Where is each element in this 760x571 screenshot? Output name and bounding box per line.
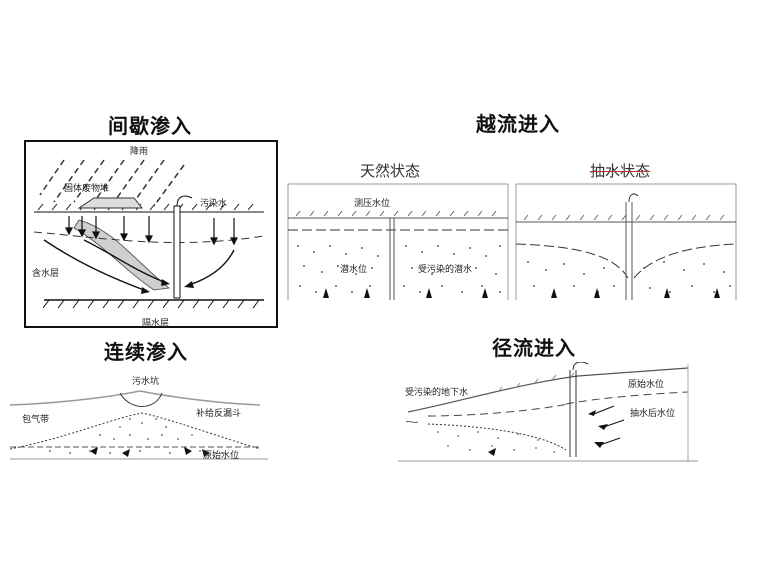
continuous-diagram xyxy=(10,390,268,460)
label-original-level-runoff: 原始水位 xyxy=(628,380,665,390)
label-aquifer: 含水层 xyxy=(32,269,60,279)
title-intermittent: 间歇渗入 xyxy=(108,114,192,138)
title-overflow: 越流进入 xyxy=(476,112,560,136)
label-polluted-phreatic: 受污染的潜水 xyxy=(418,265,473,275)
subtitle-natural-state: 天然状态 xyxy=(360,162,421,180)
label-original-level-continuous: 原始水位 xyxy=(203,451,240,461)
label-solid-waste: 固体废物堆 xyxy=(64,184,110,194)
label-polluted-water: 污染水 xyxy=(200,199,228,209)
label-confined-level: 测压水位 xyxy=(354,199,391,209)
label-sewage-pit: 污水坑 xyxy=(132,377,160,387)
overflow-pumping-diagram xyxy=(515,183,737,300)
runoff-diagram xyxy=(398,362,698,462)
label-rain: 降雨 xyxy=(130,147,149,157)
title-continuous: 连续渗入 xyxy=(104,340,188,364)
label-aquitard: 隔水层 xyxy=(142,319,170,329)
label-recharge-funnel: 补给反漏斗 xyxy=(196,409,242,419)
label-vadose-zone: 包气带 xyxy=(22,415,50,425)
label-phreatic-level: 潜水位 xyxy=(340,265,368,275)
overflow-natural-diagram xyxy=(287,183,509,300)
title-runoff: 径流进入 xyxy=(492,336,576,360)
label-after-pumping-level: 抽水后水位 xyxy=(630,409,676,419)
subtitle-pumping-state: 抽水状态 xyxy=(590,162,651,180)
label-polluted-groundwater: 受污染的地下水 xyxy=(405,388,469,398)
intermittent-diagram xyxy=(24,140,278,328)
